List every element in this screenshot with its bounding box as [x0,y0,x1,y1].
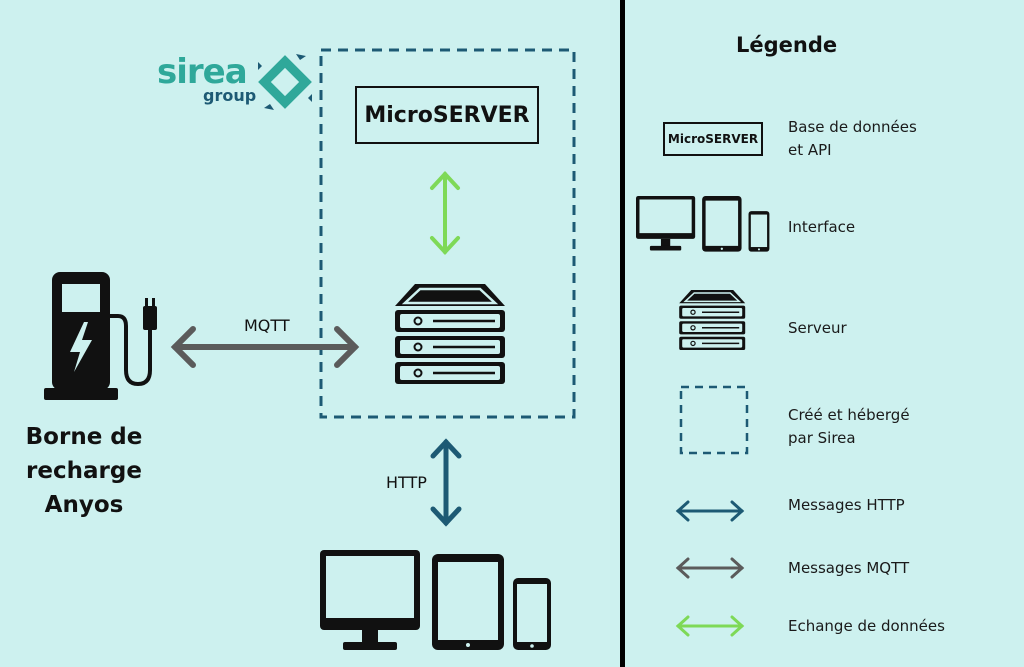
charging-station-label-line3: Anyos [44,492,124,518]
legend-item-http-line1: Messages HTTP [788,496,905,514]
legend-devices-icon [636,196,770,252]
legend-dashed-square [679,385,749,455]
legend-item-mqtt: Messages MQTT [788,557,909,580]
http-label: HTTP [386,473,427,492]
legend-title: Légende [736,33,838,57]
data-exchange-arrow [430,171,460,255]
legend-item-database: Base de données et API [788,116,917,162]
legend-item-data-line1: Echange de données [788,617,945,635]
legend-item-http: Messages HTTP [788,494,905,517]
http-arrow [430,438,462,527]
legend-http-arrow [675,500,745,522]
legend-item-interface-line1: Interface [788,218,856,236]
devices-icon [320,550,551,650]
legend-item-server: Serveur [788,317,847,340]
charging-station-icon [44,272,157,400]
charging-station-label-line1: Borne de [25,424,143,450]
logo-wordmark: sirea [157,52,248,92]
hosted-by-sirea-frame [319,48,576,419]
legend-item-hosted-line2: par Sirea [788,429,856,447]
legend-item-mqtt-line1: Messages MQTT [788,559,910,577]
legend-divider [620,0,625,667]
legend-item-database-line1: Base de données [788,118,917,136]
legend-item-interface: Interface [788,216,855,239]
legend-server-icon [678,289,746,351]
legend-item-hosted: Créé et hébergé par Sirea [788,404,910,450]
legend-mqtt-arrow [675,557,745,579]
legend-data-arrow [675,615,745,637]
sirea-logo [258,54,312,110]
charging-station-label-line2: recharge [26,458,142,484]
legend-item-hosted-line1: Créé et hébergé [788,406,910,424]
mqtt-label: MQTT [244,316,290,335]
legend-microserver-box: MicroSERVER [663,122,763,156]
logo-subtext: group [203,86,257,105]
legend-item-server-line1: Serveur [788,319,847,337]
charging-station-label: Borne de recharge Anyos [20,420,148,522]
server-icon [393,282,507,386]
legend-item-data: Echange de données [788,615,945,638]
mqtt-arrow [170,326,360,368]
microserver-box: MicroSERVER [355,86,539,144]
legend-item-database-line2: et API [788,141,832,159]
